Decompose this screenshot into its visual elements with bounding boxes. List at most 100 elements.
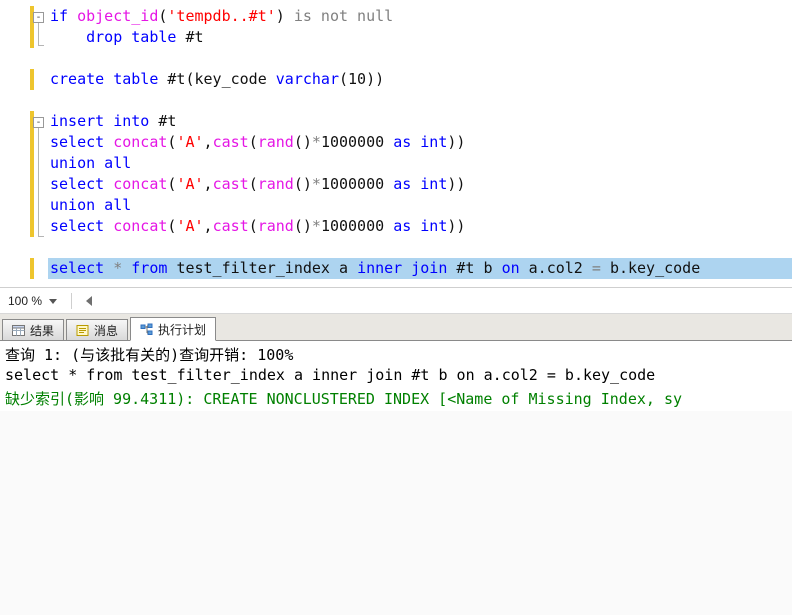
change-tracking-bar	[30, 258, 34, 279]
code-token: (	[158, 7, 168, 25]
code-token: select	[50, 133, 114, 151]
code-token: inner join	[357, 259, 457, 277]
results-grid-icon	[12, 324, 25, 337]
code-token: rand	[257, 133, 294, 151]
code-token: is not null	[293, 7, 394, 25]
code-token: union all	[50, 154, 132, 172]
messages-note-icon	[76, 324, 89, 337]
code-token: 1000000	[320, 217, 394, 235]
code-token: ,	[203, 217, 213, 235]
tab-label: 执行计划	[158, 322, 207, 337]
fold-collapse-box[interactable]: -	[33, 12, 44, 23]
code-token: varchar	[275, 70, 339, 88]
execution-plan-icon	[140, 323, 153, 336]
code-token: select	[50, 217, 114, 235]
code-token: drop table	[86, 28, 186, 46]
code-line[interactable]: select * from test_filter_index a inner …	[48, 258, 792, 279]
code-token: ()	[293, 217, 312, 235]
code-token: (	[167, 175, 177, 193]
missing-index-line[interactable]: 缺少索引(影响 99.4311): CREATE NONCLUSTERED IN…	[5, 390, 683, 408]
sql-editor[interactable]: -if object_id('tempdb..#t') is not null …	[0, 0, 792, 288]
code-token: as int	[393, 217, 448, 235]
code-token: ()	[293, 175, 312, 193]
query-text-line: select * from test_filter_index a inner …	[5, 366, 656, 384]
code-token: ))	[447, 175, 466, 193]
code-line[interactable]: insert into #t	[50, 111, 176, 132]
code-token: 'A'	[176, 217, 204, 235]
code-line[interactable]: select concat('A',cast(rand()*1000000 as…	[50, 174, 465, 195]
tab-label: 结果	[30, 323, 55, 338]
code-token: cast	[212, 133, 249, 151]
code-line[interactable]: union all	[50, 153, 131, 174]
code-token: as int	[393, 133, 448, 151]
code-token: insert into	[50, 112, 159, 130]
code-line[interactable]: if object_id('tempdb..#t') is not null	[50, 6, 393, 27]
code-token: #t b	[456, 259, 502, 277]
tab-execution-plan[interactable]: 执行计划	[130, 317, 217, 341]
code-token: from	[131, 259, 177, 277]
editor-bottom-strip: 100 %	[0, 289, 792, 314]
code-token: create table	[50, 70, 168, 88]
code-token: (	[248, 175, 258, 193]
change-tracking-bar	[30, 69, 34, 90]
zoom-value: 100 %	[8, 294, 43, 308]
zoom-dropdown[interactable]: 100 %	[0, 292, 65, 310]
code-token: union all	[50, 196, 132, 214]
code-token: b.key_code	[609, 259, 701, 277]
code-token: 'A'	[176, 175, 204, 193]
execution-plan-canvas[interactable]: SELECT开销: 0 % Hash Match (Inner Join) 开销…	[0, 411, 792, 615]
code-token: select	[50, 175, 114, 193]
tab-messages[interactable]: 消息	[66, 319, 129, 340]
code-token: (10))	[339, 70, 385, 88]
code-token: (	[248, 217, 258, 235]
tab-results[interactable]: 结果	[2, 319, 65, 340]
code-token: (	[167, 133, 177, 151]
change-tracking-bar	[30, 6, 34, 48]
fold-region-line	[38, 128, 39, 236]
change-tracking-bar	[30, 111, 34, 237]
code-token: on	[501, 259, 529, 277]
code-line[interactable]: create table #t(key_code varchar(10))	[50, 69, 384, 90]
code-token: cast	[212, 217, 249, 235]
divider	[71, 293, 73, 309]
code-token: 'tempdb..#t'	[167, 7, 276, 25]
chevron-down-icon	[49, 298, 58, 304]
code-line[interactable]: drop table #t	[50, 27, 204, 48]
code-token: *	[113, 259, 132, 277]
code-token: concat	[113, 133, 168, 151]
code-token: *	[311, 133, 321, 151]
code-line[interactable]: select concat('A',cast(rand()*1000000 as…	[50, 216, 465, 237]
code-token: =	[591, 259, 610, 277]
fold-region-line-end	[38, 45, 44, 46]
code-token: select	[50, 259, 114, 277]
code-token: 'A'	[176, 133, 204, 151]
code-token: concat	[113, 175, 168, 193]
code-token: (	[248, 133, 258, 151]
code-token: ))	[447, 133, 466, 151]
code-token: #t	[185, 28, 204, 46]
code-token: ()	[293, 133, 312, 151]
fold-collapse-box[interactable]: -	[33, 117, 44, 128]
code-line[interactable]: union all	[50, 195, 131, 216]
code-token	[50, 28, 86, 46]
code-token: rand	[257, 175, 294, 193]
code-line[interactable]: select concat('A',cast(rand()*1000000 as…	[50, 132, 465, 153]
code-token: ))	[447, 217, 466, 235]
code-token: 1000000	[320, 175, 394, 193]
code-token: *	[311, 175, 321, 193]
results-tab-bar: 结果 消息 执行计划	[0, 314, 792, 341]
tab-label: 消息	[94, 323, 119, 338]
code-token: 1000000	[320, 133, 394, 151]
code-token: cast	[212, 175, 249, 193]
scrollbar-left-arrow-icon[interactable]	[86, 296, 93, 306]
code-token: ,	[203, 133, 213, 151]
code-token: #t(key_code	[167, 70, 276, 88]
code-token: object_id	[77, 7, 159, 25]
code-token: )	[275, 7, 294, 25]
code-token: (	[167, 217, 177, 235]
code-token: #t	[158, 112, 177, 130]
query-cost-line: 查询 1: (与该批有关的)查询开销: 100%	[5, 346, 294, 364]
code-token: *	[311, 217, 321, 235]
code-token: concat	[113, 217, 168, 235]
